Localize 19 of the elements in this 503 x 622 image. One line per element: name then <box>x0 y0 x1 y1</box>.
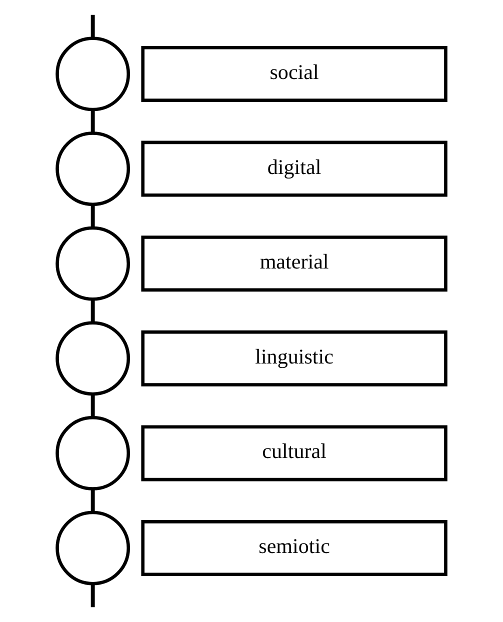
connector <box>90 299 95 322</box>
node-circle <box>56 132 130 206</box>
node-circle <box>56 226 130 301</box>
connector <box>90 394 95 418</box>
connector <box>90 204 95 228</box>
connector <box>90 110 95 133</box>
node-circle <box>56 321 130 396</box>
node-box: semiotic <box>141 520 448 576</box>
connector <box>90 584 95 608</box>
node-box: material <box>141 236 448 292</box>
node-box: linguistic <box>141 330 448 386</box>
node-box: digital <box>141 140 448 197</box>
node-box: social <box>141 46 448 102</box>
node-circle <box>56 510 130 586</box>
connector <box>90 488 95 512</box>
node-circle <box>56 36 130 112</box>
connector <box>90 14 95 38</box>
node-circle <box>56 416 130 490</box>
node-box: cultural <box>141 425 448 482</box>
